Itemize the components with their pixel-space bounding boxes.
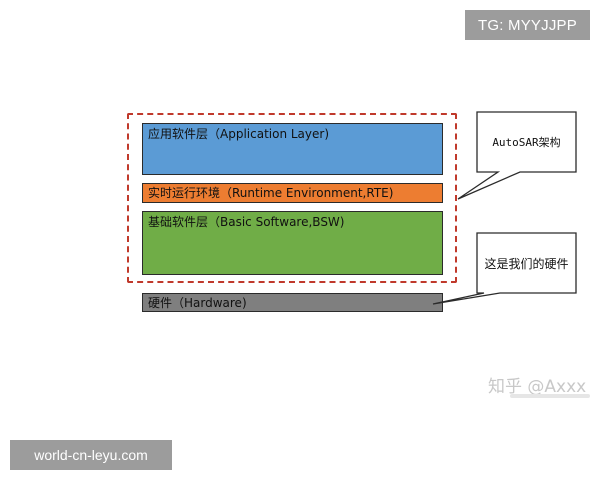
zhihu-watermark-subline [510, 394, 590, 398]
application-layer-box: 应用软件层（Application Layer) [142, 123, 443, 175]
rte-layer-box: 实时运行环境（Runtime Environment,RTE) [142, 183, 443, 203]
bsw-layer-label: 基础软件层（Basic Software,BSW) [148, 215, 345, 229]
site-watermark: world-cn-leyu.com [10, 440, 172, 470]
hardware-layer-label: 硬件（Hardware) [148, 296, 247, 310]
application-layer-label: 应用软件层（Application Layer) [148, 127, 330, 141]
bsw-layer-box: 基础软件层（Basic Software,BSW) [142, 211, 443, 275]
hardware-layer-box: 硬件（Hardware) [142, 293, 443, 312]
hardware-callout-label: 这是我们的硬件 [484, 256, 569, 271]
rte-layer-label: 实时运行环境（Runtime Environment,RTE) [148, 186, 394, 200]
zhihu-watermark: 知乎 @Axxx [488, 377, 587, 397]
tg-watermark: TG: MYYJJPP [465, 10, 590, 40]
autosar-callout-label: AutoSAR架构 [492, 136, 561, 149]
autosar-frame [127, 113, 457, 283]
